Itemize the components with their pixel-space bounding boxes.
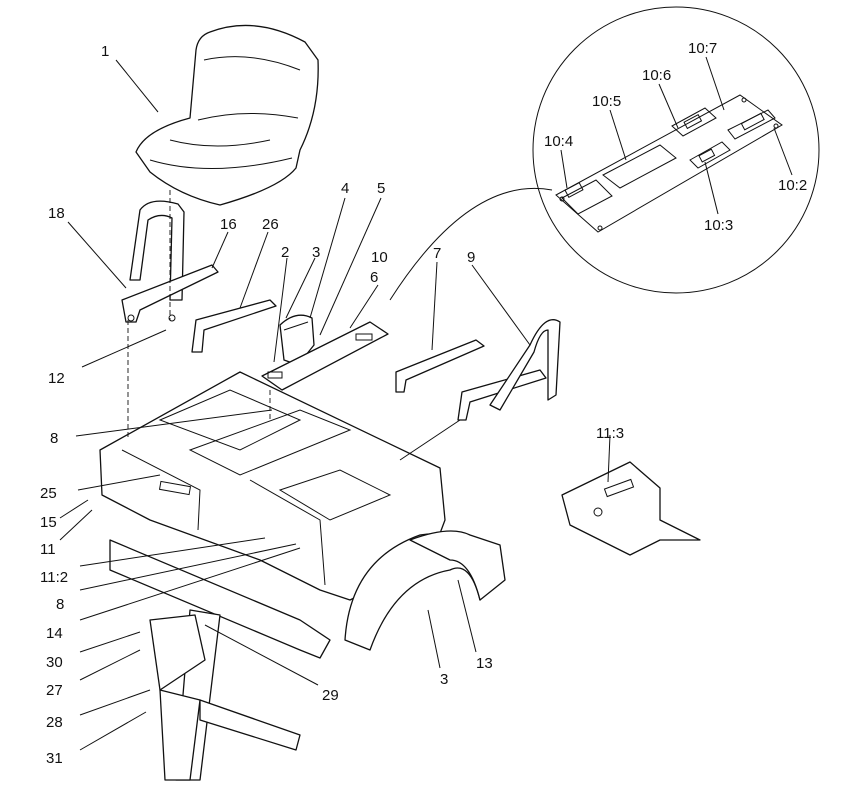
callout-27: 27: [46, 682, 63, 699]
bracket-part-7: [395, 339, 485, 393]
callout-12: 12: [48, 370, 65, 387]
seat-bracket-part-16: [121, 200, 219, 323]
grab-handle-part-9: [457, 319, 561, 421]
control-plate-part-10: [261, 321, 389, 391]
callout-11: 11: [40, 541, 56, 558]
callout-14: 14: [46, 625, 63, 642]
callout-11-3: 11:3: [596, 425, 624, 442]
callout-6: 6: [370, 269, 378, 286]
frame-assembly: [109, 539, 331, 781]
callout-7: 7: [433, 245, 441, 262]
callout-labels: 1 18 16 26 2 3 4 5 10 6 7 9 12 8 25 15 1…: [40, 40, 807, 767]
leader-lines: [59, 56, 793, 751]
callout-5: 5: [377, 180, 385, 197]
callout-8-top: 8: [50, 430, 58, 447]
callout-16: 16: [220, 216, 237, 233]
callout-10-5: 10:5: [592, 93, 621, 110]
seat-part-1: [135, 24, 319, 206]
fender-part-13: [344, 530, 506, 651]
callout-10-3: 10:3: [704, 217, 733, 234]
callout-8-bottom: 8: [56, 596, 64, 613]
callout-9: 9: [467, 249, 475, 266]
callout-10: 10: [371, 249, 388, 266]
callout-10-6: 10:6: [642, 67, 671, 84]
detail-view-11-3: [561, 461, 701, 556]
callout-3-bottom: 3: [440, 671, 448, 688]
callout-28: 28: [46, 714, 63, 731]
bracket-part-26: [191, 299, 277, 353]
callout-30: 30: [46, 654, 63, 671]
callout-13: 13: [476, 655, 493, 672]
callout-29: 29: [322, 687, 339, 704]
callout-31: 31: [46, 750, 63, 767]
fender-housing-part-11: [99, 371, 446, 601]
callout-1: 1: [101, 43, 109, 60]
callout-4: 4: [341, 180, 349, 197]
callout-3-top: 3: [312, 244, 320, 261]
callout-26: 26: [262, 216, 279, 233]
callout-10-7: 10:7: [688, 40, 717, 57]
callout-2: 2: [281, 244, 289, 261]
callout-15: 15: [40, 514, 57, 531]
callout-18: 18: [48, 205, 65, 222]
callout-10-2: 10:2: [778, 177, 807, 194]
callout-11-2: 11:2: [40, 569, 68, 586]
callout-25: 25: [40, 485, 57, 502]
detail-view-plate-10: [389, 6, 820, 301]
callout-10-4: 10:4: [544, 133, 573, 150]
